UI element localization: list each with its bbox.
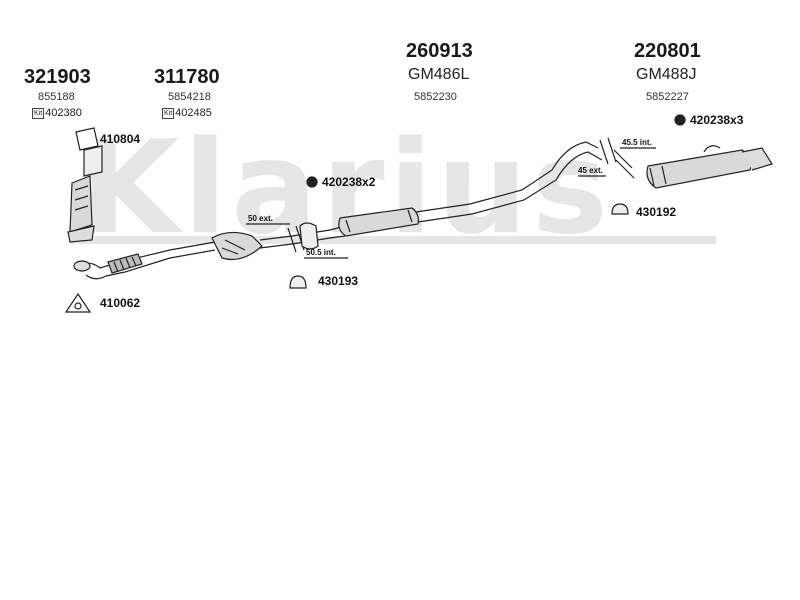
part-number-260913: 260913 [406, 40, 473, 62]
code-GM488J: GM488J [636, 66, 697, 83]
fitting-410062: 410062 [100, 296, 141, 310]
centre-silencer [338, 207, 419, 237]
tail-pipe [741, 147, 773, 171]
clamp-icon-420238x2 [306, 176, 318, 188]
fitting-410804: 410804 [100, 132, 141, 146]
kit-icon: Kit [32, 107, 45, 119]
kit-icon: Kit [162, 107, 175, 119]
cat-outlet-pipe [259, 235, 293, 249]
part-number-321903: 321903 [24, 66, 91, 88]
fitting-430192: 430192 [636, 205, 677, 219]
kit-402485: Kit 402485 [162, 107, 212, 119]
dim-455int: 45.5 int. [622, 138, 652, 147]
kit-402380: Kit 402380 [32, 107, 82, 119]
rear-pipe [415, 141, 599, 213]
hanger-430193 [289, 275, 307, 289]
joint-slash-2 [599, 137, 617, 165]
fitting-420238x2: 420238x2 [322, 175, 376, 189]
part-number-311780: 311780 [154, 66, 220, 88]
code-GM486L: GM486L [408, 66, 470, 83]
rear-pipe-lower [417, 151, 603, 223]
oem-5852227: 5852227 [646, 91, 689, 103]
watermark-bar [70, 236, 716, 244]
clamp-430193 [299, 222, 319, 250]
front-flange [73, 260, 91, 272]
clamp-icon-420238x3 [674, 114, 686, 126]
hanger-430192 [611, 203, 629, 215]
front-pipe [79, 241, 216, 269]
fitting-430193: 430193 [318, 274, 359, 288]
dim-505int: 50.5 int. [306, 248, 336, 257]
kit-number: 402485 [175, 107, 212, 119]
front-pipe-lower [85, 249, 216, 280]
dim-50ext: 50 ext. [248, 214, 273, 223]
gasket-410804 [75, 127, 99, 151]
fitting-420238x3: 420238x3 [690, 113, 744, 127]
oem-5852230: 5852230 [414, 91, 457, 103]
manifold-catalyst [67, 145, 103, 243]
oem-855188: 855188 [38, 91, 75, 103]
dim-45ext: 45 ext. [578, 166, 603, 175]
part-number-220801: 220801 [634, 40, 701, 62]
oem-5854218: 5854218 [168, 91, 211, 103]
flexi-section [107, 253, 143, 274]
kit-number: 402380 [45, 107, 82, 119]
